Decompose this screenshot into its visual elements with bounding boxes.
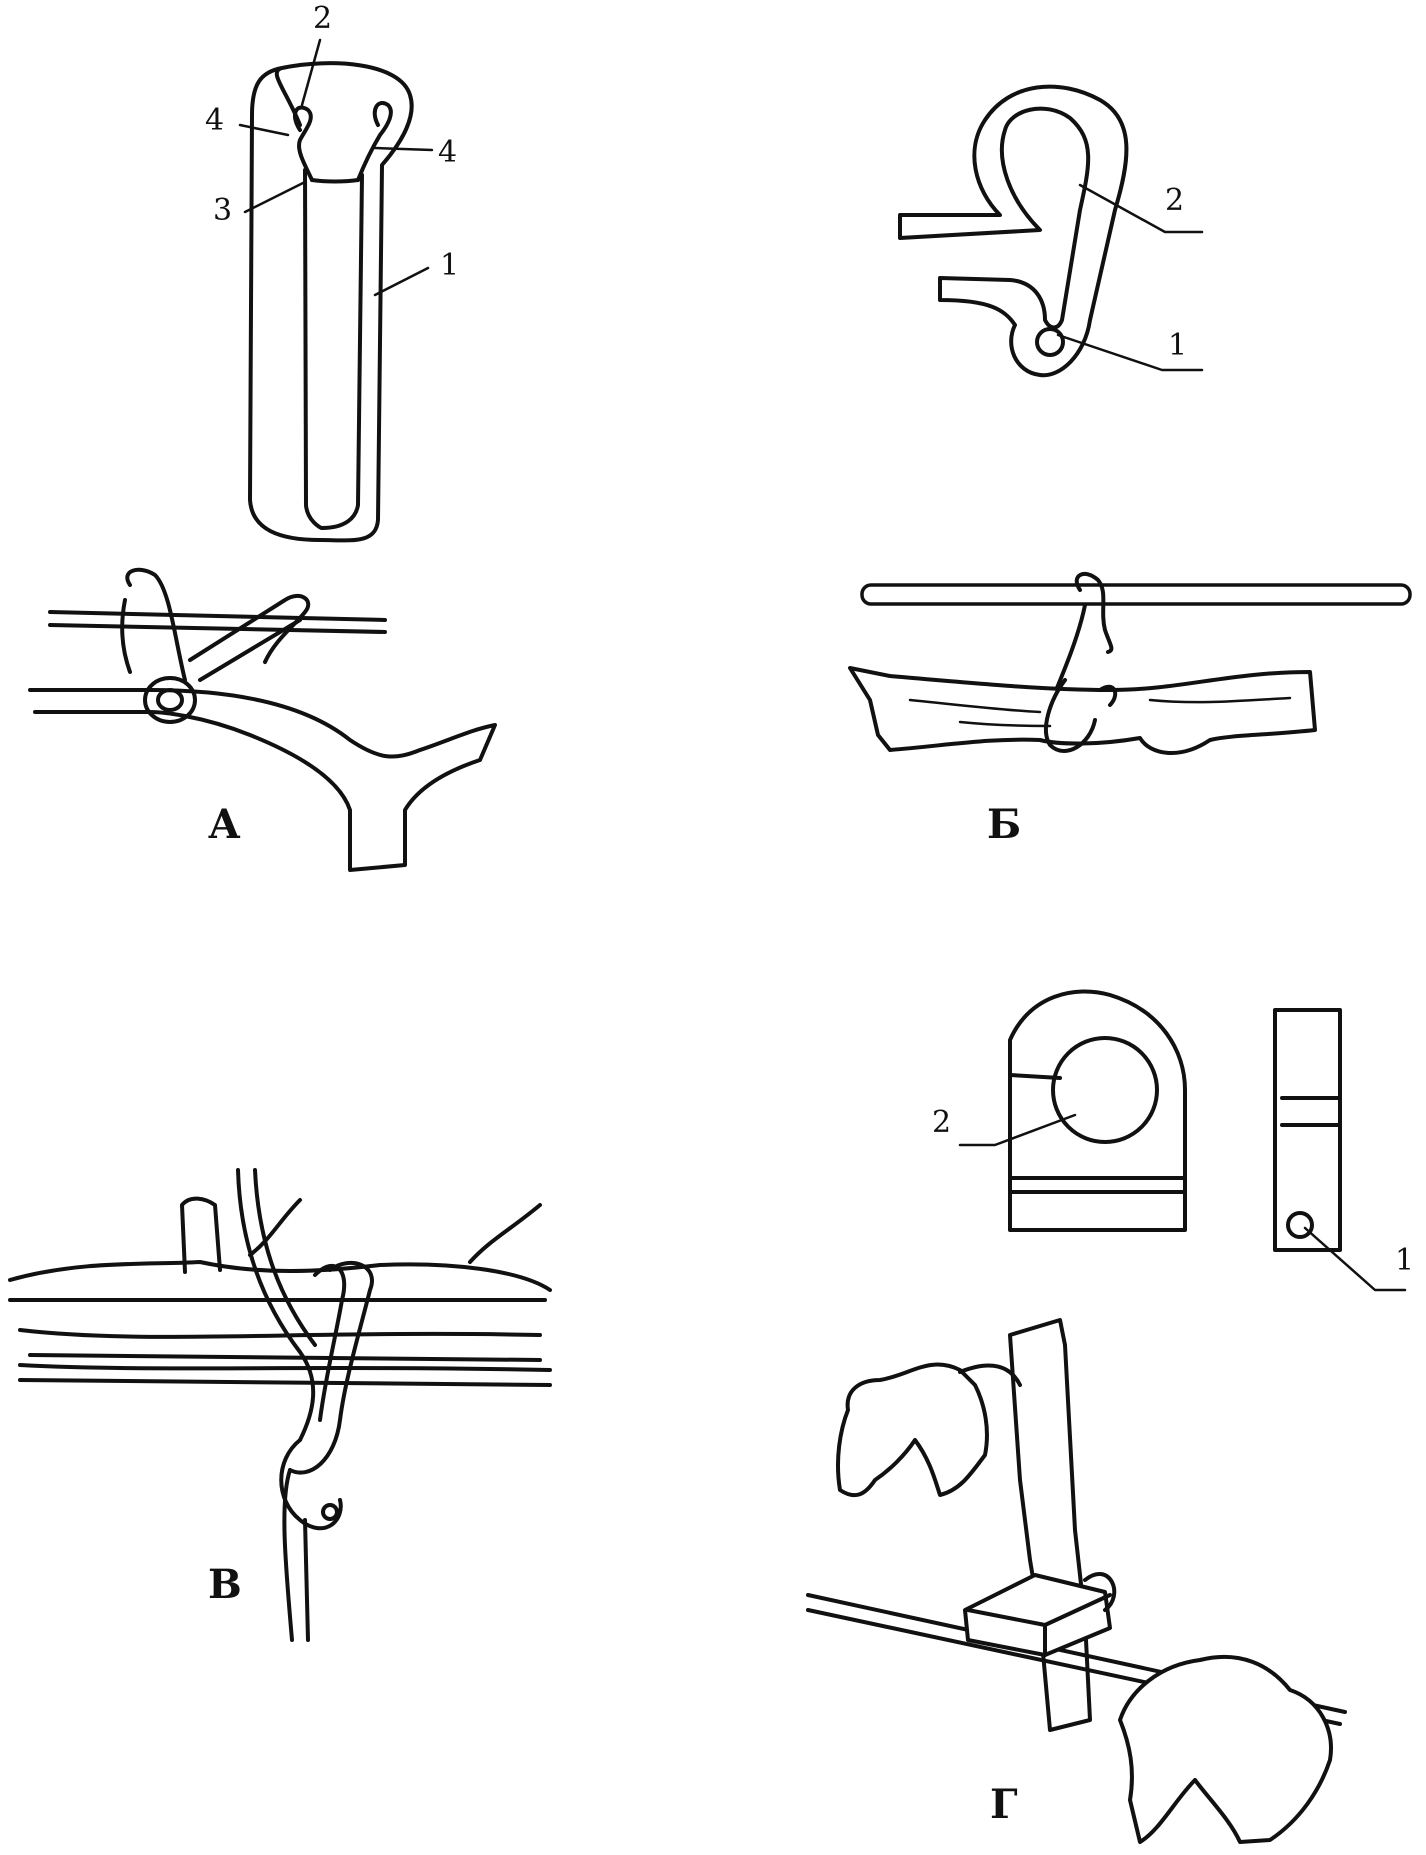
- scene-v: [8, 1168, 552, 1642]
- callout-line-b-1: [1056, 333, 1204, 372]
- callout-line-3: [243, 180, 307, 214]
- callout-g-2: 2: [932, 1105, 951, 1140]
- wire-v: [18, 1363, 552, 1372]
- panel-label-g: Г: [990, 1781, 1018, 1828]
- callout-a-2: 2: [313, 1, 332, 36]
- callout-line-2: [300, 38, 322, 107]
- scene-b: [848, 571, 1412, 755]
- callout-line-g-1: [1303, 1226, 1407, 1292]
- callout-line-4-left: [238, 123, 290, 137]
- tag-g-side: [1273, 1008, 1342, 1252]
- panel-g: 2 1 Г: [806, 989, 1414, 1844]
- cane-a: [28, 688, 497, 872]
- cane-b: [848, 666, 1317, 755]
- callout-a-4-left: 4: [205, 103, 224, 138]
- clip-g-block: [963, 1573, 1112, 1657]
- scene-g: [806, 1318, 1347, 1844]
- callout-b-2: 2: [1165, 183, 1184, 218]
- tag-g-front: [1008, 989, 1187, 1232]
- callout-line-g-2: [958, 1113, 1077, 1147]
- leaf-g-left: [836, 1362, 989, 1498]
- callout-line-4-right: [373, 146, 434, 152]
- panel-label-b: Б: [987, 801, 1021, 848]
- callout-b-1: 1: [1168, 328, 1187, 363]
- panel-v: В: [8, 1168, 552, 1642]
- panel-label-v: В: [208, 1561, 242, 1608]
- callout-a-4-right: 4: [438, 135, 457, 170]
- scene-a: [28, 567, 497, 872]
- callout-a-1: 1: [440, 248, 459, 283]
- clip-b-body: [898, 84, 1129, 378]
- cane-v-top: [8, 1260, 552, 1292]
- callout-a-3: 3: [213, 193, 232, 228]
- clip-a-body: [248, 61, 414, 543]
- callout-g-1: 1: [1395, 1243, 1414, 1278]
- panel-label-a: А: [208, 801, 241, 848]
- callout-line-b-2: [1078, 183, 1204, 234]
- wire-a-upper: [48, 610, 387, 622]
- panel-a: 2 4 4 3 1 А: [28, 1, 497, 872]
- leaf-g-right: [1118, 1654, 1333, 1844]
- wire-b: [860, 583, 1412, 606]
- callout-line-1: [373, 266, 430, 297]
- panel-b: 2 1 Б: [848, 84, 1412, 848]
- tag-g-side-rect: [1273, 1008, 1342, 1252]
